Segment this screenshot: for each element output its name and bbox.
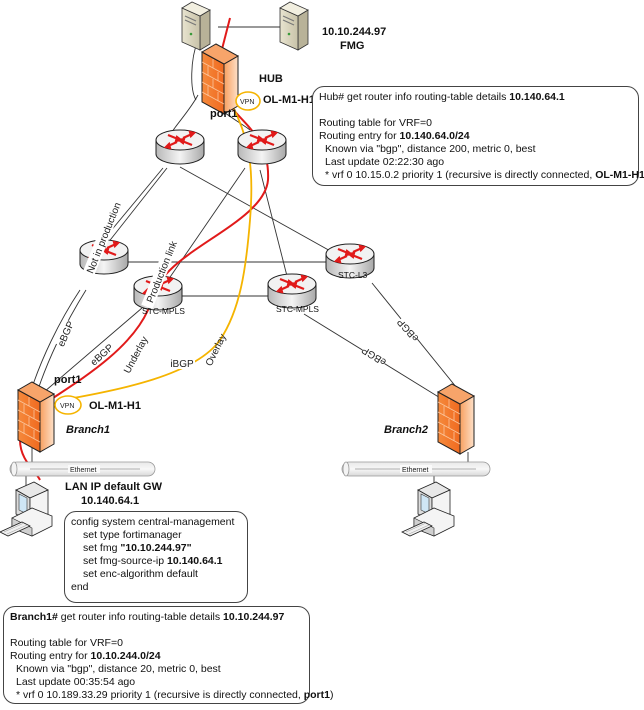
branch1-name-label: Branch1 xyxy=(66,424,111,436)
router-icon-stc-mpls-left: STC-MPLS xyxy=(132,274,185,316)
link-label-ebgp-branch2-mpls: eBGP xyxy=(360,344,389,368)
link-core-left-stcl3-right xyxy=(179,166,351,263)
branch2-name-label: Branch2 xyxy=(384,424,429,436)
cli-nexthop-iface: port1 xyxy=(303,689,330,701)
hub-vpn-badge: VPN xyxy=(235,91,261,111)
config-value: "10.10.244.97" xyxy=(120,542,192,554)
cli-prompt: Branch1# xyxy=(10,611,58,623)
branch1-pc-icon xyxy=(0,481,53,537)
cli-nexthop-prefix: * vrf 0 10.15.0.2 priority 1 (recursive … xyxy=(325,169,596,181)
ethernet-label: Ethernet xyxy=(402,467,429,474)
cli-known-via-line: Known via "bgp", distance 200, metric 0,… xyxy=(325,143,536,155)
branch2-pc-icon xyxy=(401,481,455,537)
config-line: config system central-management xyxy=(71,516,235,528)
cli-nexthop-line: * vrf 0 10.15.0.2 priority 1 (recursive … xyxy=(319,169,644,182)
hub-tunnel-label: OL-M1-H1 xyxy=(263,94,315,106)
fmg-name-label: FMG xyxy=(340,40,365,52)
cli-prompt: Hub# xyxy=(319,91,345,103)
branch-cli-command: Branch1# get router info routing-table d… xyxy=(10,611,303,624)
cli-last-update-line: Last update 00:35:54 ago xyxy=(16,676,136,688)
branch1-firewall-icon xyxy=(17,381,55,453)
branch1-tunnel-label: OL-M1-H1 xyxy=(89,400,141,412)
cli-nexthop-line: * vrf 0 10.189.33.29 priority 1 (recursi… xyxy=(10,689,333,702)
config-line: set fmg "10.10.244.97" xyxy=(71,542,241,555)
hub-name-label: HUB xyxy=(259,73,283,85)
router-icon-stc-l3-right: STC-L3 xyxy=(324,242,376,280)
link-branch1-stcmpls xyxy=(43,307,143,393)
vpn-badge-label: VPN xyxy=(240,99,254,106)
cli-command-target: 10.140.64.1 xyxy=(509,91,565,103)
config-value: 10.140.64.1 xyxy=(167,555,223,567)
branch-cli-output: Branch1# get router info routing-table d… xyxy=(3,606,333,704)
config-line: end xyxy=(71,581,89,593)
config-key: set fmg-source-ip xyxy=(83,555,168,567)
fmg-server-icon xyxy=(279,1,309,51)
config-line: set type fortimanager xyxy=(83,529,182,541)
cli-entry-value: 10.140.64.0/24 xyxy=(399,130,470,142)
overlay-path xyxy=(61,104,253,401)
link-hub-core-left xyxy=(171,94,199,133)
cli-nexthop-prefix: * vrf 0 10.189.33.29 priority 1 (recursi… xyxy=(16,689,304,701)
ethernet-segment-branch2: Ethernet xyxy=(341,461,491,477)
config-line: set enc-algorithm default xyxy=(83,568,198,580)
ethernet-segment-branch1: Ethernet xyxy=(9,461,156,477)
link-label: iBGP xyxy=(170,359,194,370)
cli-command-text: get router info routing-table details xyxy=(344,91,510,103)
branch1-vpn-badge: VPN xyxy=(54,395,82,415)
link-branch2-stcl3 xyxy=(371,282,466,399)
router-label: STC-L3 xyxy=(338,270,368,280)
router-icon-stc-mpls-right: STC-MPLS xyxy=(266,272,319,314)
link-label-overlay: Overlay xyxy=(204,332,229,368)
router-label: STC-MPLS xyxy=(142,306,185,316)
cli-last-update-line: Last update 02:22:30 ago xyxy=(325,156,445,168)
router-icon-core-right xyxy=(236,128,288,166)
hub-port-label: port1 xyxy=(210,108,238,120)
hub-cli-output: Hub# get router info routing-table detai… xyxy=(312,86,644,186)
config-line: set fmg-source-ip 10.140.64.1 xyxy=(71,555,241,568)
cli-nexthop-suffix: ) xyxy=(329,689,334,701)
cli-vrf-line: Routing table for VRF=0 xyxy=(319,117,432,129)
link-label-ibgp: iBGP xyxy=(169,358,195,370)
config-cli-output: config system central-management set typ… xyxy=(64,511,248,603)
ethernet-label: Ethernet xyxy=(70,467,97,474)
cli-entry-line: Routing entry for 10.10.244.0/24 xyxy=(10,650,303,663)
hub-firewall-icon xyxy=(201,43,239,115)
link-label-ebgp-branch2-l3: eBGP xyxy=(394,316,421,344)
link-label-ebgp-stcl3: eBGP xyxy=(55,319,77,349)
cli-nexthop-iface: OL-M1-H1 xyxy=(595,169,644,181)
lan-gw-ip-label: 10.140.64.1 xyxy=(81,495,140,507)
server-icon xyxy=(181,1,211,51)
cli-entry-line: Routing entry for 10.140.64.0/24 xyxy=(319,130,632,143)
link-core-right-stcmpls-left xyxy=(165,167,246,284)
branch1-port-label: port1 xyxy=(54,374,82,386)
cli-command-target: 10.10.244.97 xyxy=(223,611,285,623)
router-icon-core-left xyxy=(154,128,206,166)
cli-entry-value: 10.10.244.0/24 xyxy=(90,650,161,662)
hub-cli-command: Hub# get router info routing-table detai… xyxy=(319,91,632,104)
config-key: set fmg xyxy=(83,542,121,554)
link-label: Overlay xyxy=(204,332,229,368)
overlay-hub-branch1 xyxy=(61,104,253,401)
cli-command-text: get router info routing-table details xyxy=(57,611,224,623)
fmg-ip-label: 10.10.244.97 xyxy=(322,26,387,38)
lan-gw-label: LAN IP default GW xyxy=(65,481,162,493)
router-label: STC-MPLS xyxy=(276,304,319,314)
cli-vrf-line: Routing table for VRF=0 xyxy=(10,637,123,649)
link-label: eBGP xyxy=(395,316,421,343)
link-label: eBGP xyxy=(360,344,389,368)
cli-entry-prefix: Routing entry for xyxy=(319,130,400,142)
cli-known-via-line: Known via "bgp", distance 20, metric 0, … xyxy=(16,663,221,675)
cli-entry-prefix: Routing entry for xyxy=(10,650,91,662)
branch2-firewall-icon xyxy=(437,383,475,455)
vpn-badge-label: VPN xyxy=(60,403,74,410)
